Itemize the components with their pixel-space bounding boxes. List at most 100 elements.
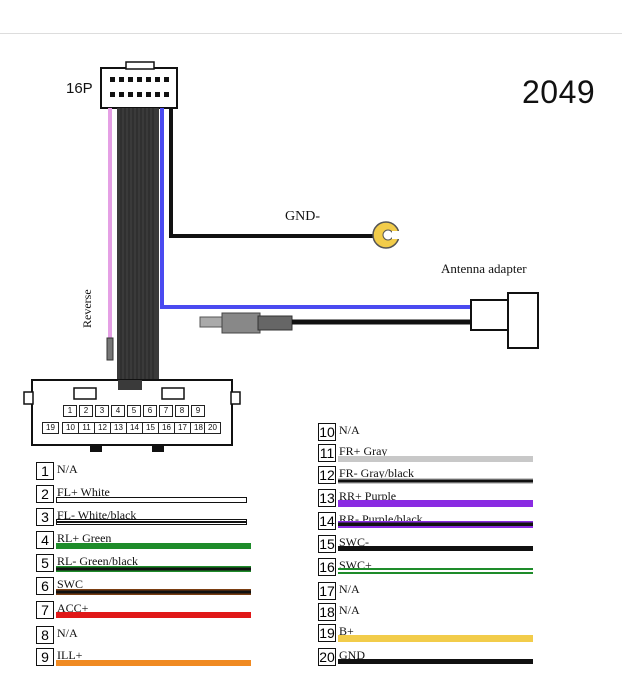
wire-fr-minus: [338, 478, 533, 484]
pin-cell: 10: [62, 422, 79, 434]
pin-number: 4: [36, 531, 54, 549]
pin-cell: 2: [79, 405, 93, 417]
pin-number: 17: [318, 582, 336, 600]
top-divider: [0, 33, 622, 34]
pin-row: 13 RR+ Purple: [318, 489, 396, 507]
pin-cell: 15: [142, 422, 159, 434]
pin-label: FR- Gray/black: [339, 466, 414, 480]
pin-number: 5: [36, 554, 54, 572]
pin-label: RL- Green/black: [57, 554, 138, 568]
pin-label: N/A: [339, 603, 360, 617]
pin-label: GND: [339, 648, 365, 662]
pin-number: 11: [318, 444, 336, 462]
pin-number: 6: [36, 577, 54, 595]
pin-number: 19: [318, 624, 336, 642]
gnd-wire: [169, 108, 374, 238]
pin-row: 6 SWC: [36, 577, 83, 595]
antenna-adapter-icon: [470, 292, 539, 349]
pin-cell: 7: [159, 405, 173, 417]
wire-harness: [117, 108, 159, 384]
pin-label: B+: [339, 624, 354, 638]
pin-label: ILL+: [57, 648, 83, 662]
pin-label: FR+ Gray: [339, 444, 388, 458]
pin-label: FL- White/black: [57, 508, 137, 522]
pin-cell: 6: [143, 405, 157, 417]
pin-label: N/A: [57, 462, 78, 476]
pin-cell: 8: [175, 405, 189, 417]
wire-swc: [56, 589, 251, 595]
pin-row: 14 RR- Purple/black: [318, 512, 423, 530]
pin-number: 14: [318, 512, 336, 530]
pin-label: N/A: [339, 582, 360, 596]
pin-row: 12 FR- Gray/black: [318, 466, 414, 484]
wire-fl-plus: [56, 497, 247, 503]
pin-label: RR+ Purple: [339, 489, 397, 503]
pin-row: 10 N/A: [318, 423, 360, 441]
pin-row: 1 N/A: [36, 462, 78, 480]
pin-row: 5 RL- Green/black: [36, 554, 138, 572]
pin-label: SWC: [57, 577, 84, 591]
pin-row: 8 N/A: [36, 626, 78, 644]
ground-ring-icon: [372, 221, 406, 249]
antenna-power-wire: [160, 108, 472, 309]
pin-cell: 4: [111, 405, 125, 417]
pin-row: 7 ACC+: [36, 601, 88, 619]
pin-label: N/A: [339, 423, 360, 437]
pin-cell: 17: [174, 422, 191, 434]
antenna-adapter-label: Antenna adapter: [441, 261, 527, 276]
wire-fr-plus: [338, 456, 533, 462]
reverse-wire-end: [106, 337, 114, 361]
pin-cell: 1: [63, 405, 77, 417]
wire-rl-minus: [56, 566, 251, 572]
pin-cell: 9: [191, 405, 205, 417]
pin-number: 12: [318, 466, 336, 484]
pin-cell: 3: [95, 405, 109, 417]
pin-cell: 16: [158, 422, 175, 434]
pin-cell: 14: [126, 422, 143, 434]
16p-connector: [100, 61, 178, 109]
gnd-label: GND-: [285, 209, 320, 224]
pin-label: ACC+: [57, 601, 89, 615]
connector-label: 16P: [66, 80, 93, 97]
pin-number: 8: [36, 626, 54, 644]
pin-row: 18 N/A: [318, 603, 360, 621]
pin-cell: 5: [127, 405, 141, 417]
pin-row: 3 FL- White/black: [36, 508, 136, 526]
pin-row: 19 B+: [318, 624, 354, 642]
pin-row: 9 ILL+: [36, 648, 82, 666]
pin-row: 4 RL+ Green: [36, 531, 111, 549]
model-number: 2049: [522, 74, 596, 110]
pin-row: 16 SWC+: [318, 558, 372, 576]
pin-label: RL+ Green: [57, 531, 112, 545]
pin-number: 7: [36, 601, 54, 619]
pin-cell: 13: [110, 422, 127, 434]
pin-row: 17 N/A: [318, 582, 360, 600]
pin-label: SWC-: [339, 535, 369, 549]
wire-acc: [56, 612, 251, 618]
pin-row: 11 FR+ Gray: [318, 444, 387, 462]
pin-number: 20: [318, 648, 336, 666]
wire-swc-plus: [338, 568, 533, 574]
pin-number: 10: [318, 423, 336, 441]
wire-rl-plus: [56, 543, 251, 549]
pin-cell: 20: [204, 422, 221, 434]
pin-number: 18: [318, 603, 336, 621]
pin-number: 2: [36, 485, 54, 503]
pin-row: 20 GND: [318, 648, 365, 666]
pin-label: N/A: [57, 626, 78, 640]
pin-number: 1: [36, 462, 54, 480]
pin-label: FL+ White: [57, 485, 110, 499]
pin-number: 13: [318, 489, 336, 507]
pin-row: 2 FL+ White: [36, 485, 110, 503]
pin-number: 16: [318, 558, 336, 576]
wire-ill: [56, 660, 251, 666]
wire-rr-plus: [338, 500, 533, 507]
wire-gnd: [338, 659, 533, 664]
wire-fl-minus: [56, 519, 247, 525]
pin-cell: 12: [94, 422, 111, 434]
pin-cell: 19: [42, 422, 59, 434]
pin-cell: 11: [78, 422, 95, 434]
antenna-plug-icon: [199, 312, 293, 334]
wire-rr-minus: [338, 521, 533, 528]
